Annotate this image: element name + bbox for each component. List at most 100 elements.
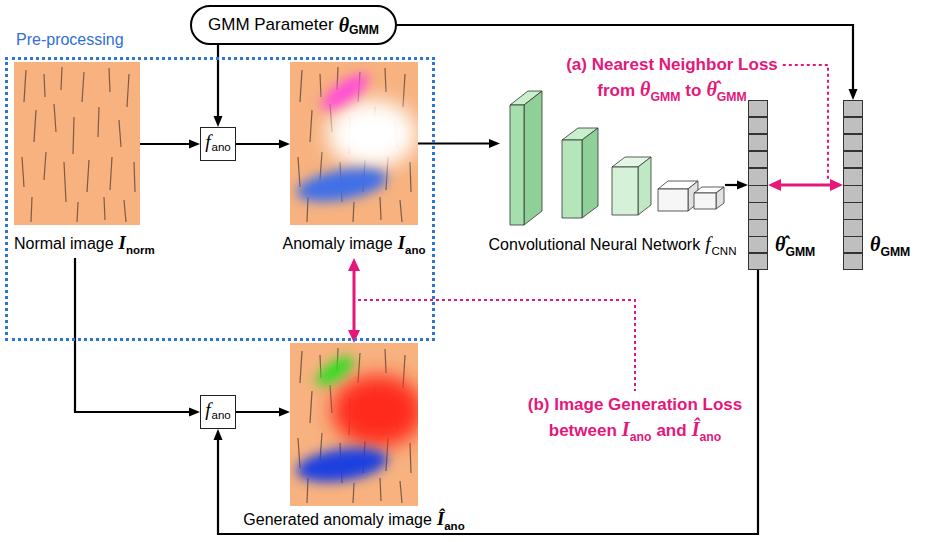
arrow-head (830, 179, 843, 191)
arrow-head (189, 140, 200, 149)
flow-arrow (418, 139, 500, 148)
flow-arrow (236, 140, 290, 149)
connector-line (236, 411, 280, 413)
arrow-head (279, 408, 290, 417)
text-label: to (685, 81, 701, 100)
connector-line (725, 184, 738, 186)
math-symbol: f (705, 233, 710, 254)
connector-line (236, 143, 280, 145)
math-symbol: Î (437, 508, 444, 529)
flow-arrow (236, 408, 290, 417)
text-label: between (549, 421, 617, 440)
parameter-vector: θGMM (843, 100, 863, 270)
connector-line (75, 258, 190, 412)
math-symbol: θ (870, 233, 880, 255)
math-subscript: GMM (785, 245, 815, 259)
blue-blob (294, 162, 390, 208)
text-label: Convolutional Neural Network (489, 236, 701, 253)
math-symbol: f (205, 131, 210, 153)
red-blob (332, 375, 418, 447)
function-box: fano (200, 127, 236, 161)
anomaly-image-picture (290, 62, 418, 225)
loss-label: (b) Image Generation Loss (528, 395, 742, 415)
text-label: GMM Parameter (208, 15, 334, 35)
connector-line (780, 184, 831, 187)
pink-blob (316, 68, 373, 117)
arrow-head (768, 179, 781, 191)
parameter-vector: θ̂GMM (748, 100, 768, 270)
math-symbol: θ (640, 78, 650, 100)
math-subscript: GMM (880, 245, 910, 259)
loss-label: betweenIanoandÎano (549, 418, 721, 441)
text-label: Generated anomaly image (243, 511, 432, 528)
math-symbol: θ̂ (706, 78, 716, 100)
generated-image: Generated anomaly imageÎano (290, 343, 418, 505)
arrow-head (214, 429, 223, 440)
anomaly-image: Anomaly imageIano (290, 62, 418, 258)
parameter-box: GMM ParameterθGMM (190, 5, 397, 45)
leader-line (783, 65, 828, 180)
layer-side (638, 157, 651, 215)
text-label: Anomaly image (282, 235, 392, 252)
node-caption: θ̂GMM (775, 233, 815, 256)
flow-arrow (75, 258, 200, 417)
connector-line (140, 143, 190, 145)
text-label: Pre-processing (16, 31, 124, 48)
math-symbol: θ̂ (775, 233, 785, 255)
math-symbol: I (622, 418, 630, 440)
normal-image-picture (14, 62, 140, 225)
preprocessing-region: Pre-processingNormal imageInormfanoAnoma… (5, 57, 435, 341)
math-subscript: GMM (349, 23, 379, 37)
arrow-head (279, 140, 290, 149)
flow-arrow (397, 25, 858, 100)
cnn-block: Convolutional Neural NetworkfCNN (500, 85, 725, 230)
math-subscript: ano (212, 141, 231, 153)
generated-image-picture (290, 343, 424, 506)
math-subscript: ano (444, 520, 464, 532)
blue-blob (294, 443, 390, 487)
node-caption: Convolutional Neural NetworkfCNN (489, 233, 737, 255)
white-blob (327, 100, 417, 168)
loss-label: (a) Nearest Neighbor Loss (566, 55, 778, 75)
math-subscript: GMM (650, 90, 680, 104)
arrow-head (489, 139, 500, 148)
math-symbol: I (119, 232, 126, 253)
math-subscript: GMM (717, 90, 747, 104)
cnn-layers (510, 91, 724, 225)
flow-arrow (214, 270, 759, 534)
flow-arrow (140, 140, 200, 149)
text-label: Normal image (14, 235, 114, 252)
text-label: from (597, 81, 635, 100)
node-caption: θGMM (870, 233, 910, 256)
normal-image: Normal imageInorm (14, 62, 140, 258)
math-subscript: ano (212, 409, 231, 421)
text-label: (b) Image Generation Loss (528, 395, 742, 414)
connector-line (353, 270, 356, 331)
math-subscript: ano (699, 430, 721, 444)
image-ground (290, 62, 418, 225)
connector-line (217, 45, 219, 117)
layer-front (510, 105, 524, 225)
arrow-head (737, 181, 748, 190)
connector-line (218, 270, 758, 534)
layer-side (524, 91, 542, 225)
text-label: (a) Nearest Neighbor Loss (566, 55, 778, 74)
connector-line (418, 142, 490, 144)
arrow-head (348, 258, 360, 271)
math-symbol: Î (692, 418, 700, 440)
arrow-head (849, 89, 858, 100)
loss-arrow (348, 258, 360, 343)
loss-label: fromθGMMtoθ̂GMM (597, 78, 746, 101)
green-blob (312, 351, 358, 391)
layer-front (694, 193, 716, 209)
math-symbol: θ (339, 14, 349, 37)
connector-line (397, 25, 853, 90)
math-subscript: norm (126, 244, 155, 256)
math-symbol: I (398, 232, 405, 253)
layer-front (612, 167, 638, 215)
math-subscript: ano (630, 430, 652, 444)
